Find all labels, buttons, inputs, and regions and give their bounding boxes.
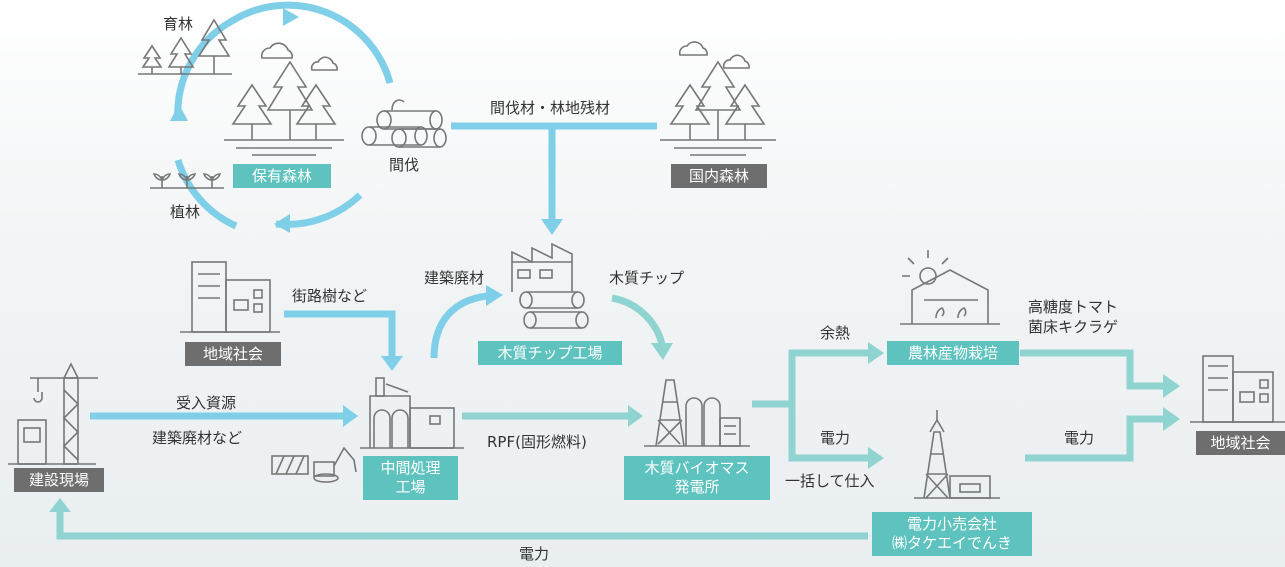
label-kanbatsuzai: 間伐材・林地残材: [490, 99, 611, 117]
box-biomass: 木質バイオマス 発電所: [624, 456, 770, 500]
box-chiiki-shakai-left: 地域社会: [185, 342, 281, 366]
box-kensetsu-genba: 建設現場: [14, 468, 104, 492]
box-biomass-line2: 発電所: [674, 478, 720, 496]
excavator-icon: [271, 446, 357, 483]
cloud-icon: [260, 42, 338, 71]
logs-icon: [361, 99, 447, 148]
box-hoyu-shinrin-label: 保有森林: [251, 166, 312, 185]
box-chukan-line1: 中間処理: [380, 459, 441, 477]
box-hoyu-shinrin: 保有森林: [233, 164, 331, 188]
intermediate-plant-icon: [360, 377, 464, 449]
cycle-arc-lower-left: [174, 158, 238, 230]
box-chiiki-shakai-right: 地域社会: [1196, 431, 1285, 455]
label-ikurin: 育林: [163, 15, 194, 33]
box-denryoku-kouri-line2: ㈱タケエイでんき: [891, 534, 1012, 552]
community-buildings-icon: [180, 261, 280, 333]
box-kokunai-shinrin: 国内森林: [671, 164, 767, 188]
box-chiiki-shakai-left-label: 地域社会: [202, 344, 263, 363]
rpf-flow: [462, 405, 643, 427]
to-community-flow: [1020, 349, 1165, 462]
box-denryoku-kouri-line1: 電力小売会社: [906, 515, 997, 533]
box-norin: 農林産物栽培: [887, 341, 1019, 365]
street-tree-flow: [284, 310, 403, 371]
label-shokurin: 植林: [170, 203, 201, 221]
to-community-heads: [1163, 374, 1180, 431]
owned-forest-icon: [224, 60, 344, 156]
label-yonetsu: 余熱: [820, 324, 851, 342]
box-chiiki-shakai-right-label: 地域社会: [1210, 433, 1271, 452]
label-mokushitsu-chip: 木質チップ: [609, 269, 685, 287]
box-chip-kojo: 木質チップ工場: [478, 341, 622, 365]
label-denryoku-bottom: 電力: [519, 545, 550, 563]
power-tower-icon: [914, 410, 1000, 499]
forest-cycle-heads: [170, 8, 299, 233]
box-chukan-shori: 中間処理 工場: [363, 456, 458, 500]
seedling-trees-icon: [138, 18, 232, 75]
label-kenchiku-haizai-nado: 建築廃材など: [152, 429, 243, 447]
label-kanbatsu: 間伐: [389, 156, 420, 174]
label-rpf: RPF(固形燃料): [487, 433, 587, 451]
chip-factory-icon: [511, 242, 589, 329]
box-biomass-line1: 木質バイオマス: [644, 459, 750, 477]
cycle-arc-top: [230, 1, 394, 84]
box-chukan-line2: 工場: [395, 478, 426, 496]
crane-icon: [8, 362, 98, 465]
box-kensetsu-genba-label: 建設現場: [28, 470, 89, 489]
community-right-buildings-icon: [1190, 355, 1285, 423]
biomass-output-flow: [752, 349, 870, 462]
forest-cycle-arrows: [174, 1, 394, 230]
domestic-forest-icon: [660, 41, 776, 156]
timber-flow: [451, 122, 657, 235]
box-chip-kojo-label: 木質チップ工場: [497, 343, 603, 362]
label-ukeire-shigen: 受入資源: [176, 394, 237, 412]
biomass-plant-icon: [644, 379, 750, 447]
label-denryoku-right: 電力: [1064, 429, 1095, 447]
waste-to-chip-flow: [430, 285, 503, 359]
electricity-return-flow: [49, 498, 868, 540]
label-tomato: 高糖度トマト: [1028, 298, 1119, 316]
label-ikkatsu: 一括して仕入: [785, 472, 875, 490]
biomass-output-heads: [868, 342, 884, 469]
box-denryoku-kouri: 電力小売会社 ㈱タケエイでんき: [872, 512, 1032, 556]
box-kokunai-shinrin-label: 国内森林: [688, 166, 749, 185]
label-gairoju: 街路樹など: [292, 287, 368, 305]
chip-to-biomass-flow: [611, 294, 673, 360]
box-norin-label: 農林産物栽培: [907, 343, 998, 362]
label-kikurage: 菌床キクラゲ: [1028, 318, 1119, 336]
construction-flow: [90, 405, 358, 427]
label-kenchiku-haizai: 建築廃材: [424, 269, 485, 287]
sprouts-icon: [150, 173, 224, 189]
label-denryoku-mid: 電力: [820, 429, 851, 447]
greenhouse-icon: [900, 250, 1000, 325]
